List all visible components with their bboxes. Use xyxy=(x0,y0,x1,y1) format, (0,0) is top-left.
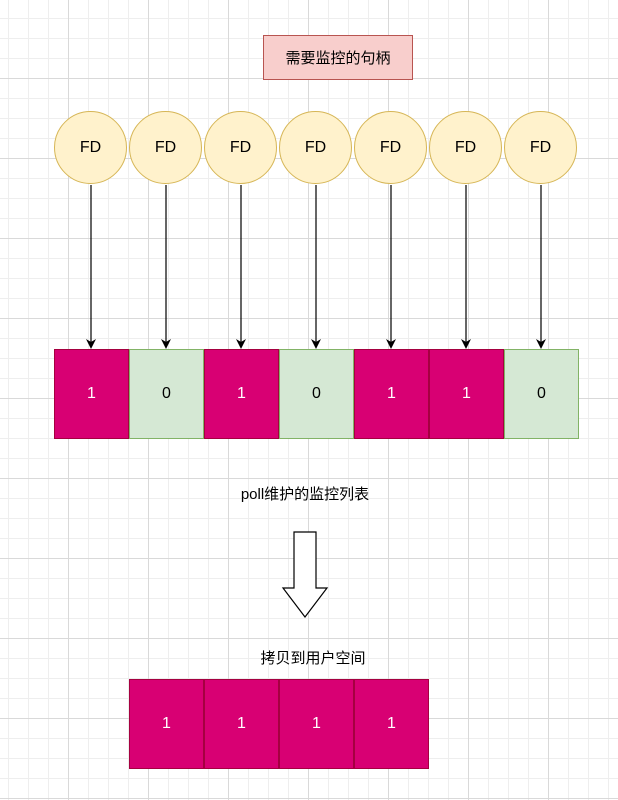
poll-list-cell: 0 xyxy=(279,349,354,439)
fd-circle: FD xyxy=(429,111,502,184)
poll-list-cell: 1 xyxy=(429,349,504,439)
user-space-cell: 1 xyxy=(354,679,429,769)
title-box: 需要监控的句柄 xyxy=(263,35,413,80)
fd-circle: FD xyxy=(129,111,202,184)
poll-list-cell: 1 xyxy=(354,349,429,439)
poll-list-cell: 1 xyxy=(54,349,129,439)
fd-circle: FD xyxy=(279,111,352,184)
poll-list-cell: 1 xyxy=(204,349,279,439)
poll-list-cell: 0 xyxy=(129,349,204,439)
fd-circle: FD xyxy=(354,111,427,184)
user-space-label: 拷贝到用户空间 xyxy=(260,650,366,667)
user-space-cell: 1 xyxy=(204,679,279,769)
fd-circle: FD xyxy=(504,111,577,184)
fd-circle: FD xyxy=(204,111,277,184)
user-space-cell: 1 xyxy=(279,679,354,769)
poll-list-label: poll维护的监控列表 xyxy=(240,486,370,503)
down-arrow-icon xyxy=(281,531,329,618)
poll-list-cell: 0 xyxy=(504,349,579,439)
fd-circle: FD xyxy=(54,111,127,184)
user-space-cell: 1 xyxy=(129,679,204,769)
